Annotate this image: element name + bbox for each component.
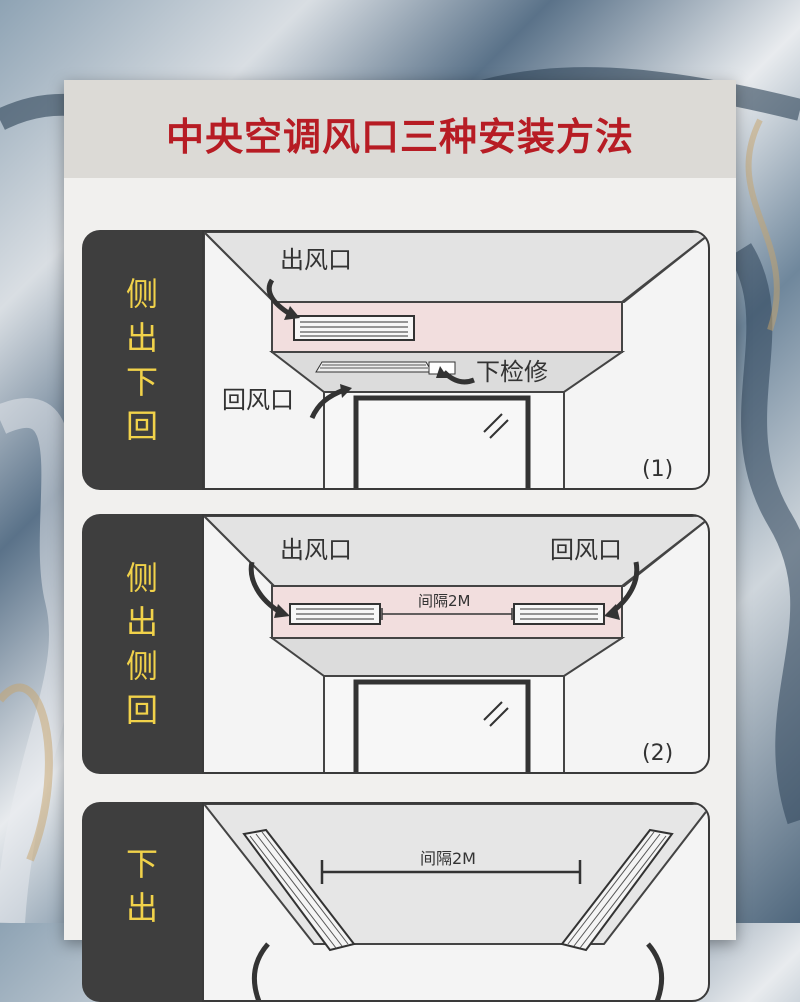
panel-bottom-out: 下 出 xyxy=(82,802,710,1002)
room-diagram: 间隔2M xyxy=(204,804,708,1000)
panel-label-box: 侧 出 侧 回 xyxy=(82,514,202,774)
access-label: 下检修 xyxy=(476,358,548,386)
panel-side-out-side-return: 侧 出 侧 回 xyxy=(82,514,710,774)
room-diagram: 出风口 回风口 间隔2M (2) xyxy=(204,516,708,772)
arrow-icon xyxy=(442,370,475,385)
return-label: 回风口 xyxy=(550,536,622,564)
return-grille-icon xyxy=(513,603,605,625)
outlet-label: 出风口 xyxy=(280,536,352,564)
panel-label: 侧 出 侧 回 xyxy=(82,514,202,774)
window-icon xyxy=(353,395,531,488)
panel-label: 侧 出 下 回 xyxy=(82,230,202,490)
label-char: 回 xyxy=(125,407,158,445)
spacing-label: 间隔2M xyxy=(420,849,476,868)
room-diagram: 出风口 回风口 下检修 (1) xyxy=(204,232,708,488)
label-char: 侧 xyxy=(125,275,158,313)
outlet-label: 出风口 xyxy=(280,246,352,274)
panel-label-box: 侧 出 下 回 xyxy=(82,230,202,490)
page-title: 中央空调风口三种安装方法 xyxy=(165,115,634,159)
return-label: 回风口 xyxy=(222,386,294,414)
scene-illustration: 出风口 回风口 间隔2M (2) xyxy=(202,514,710,774)
arrow-icon xyxy=(252,942,270,1000)
spacing-label: 间隔2M xyxy=(418,592,471,610)
arrow-icon xyxy=(248,561,282,615)
label-char: 下 xyxy=(125,363,158,401)
scene-illustration: 间隔2M xyxy=(202,802,710,1002)
arrow-icon xyxy=(309,387,345,420)
window-icon xyxy=(353,679,531,772)
panel-label-box: 下 出 xyxy=(82,802,202,1002)
label-char: 出 xyxy=(125,319,158,357)
label-char: 侧 xyxy=(125,647,158,685)
panel-number: (2) xyxy=(642,741,673,766)
title-band: 中央空调风口三种安装方法 xyxy=(64,80,736,178)
scene-illustration: 出风口 回风口 下检修 (1) xyxy=(202,230,710,490)
panel-label: 下 出 xyxy=(82,802,202,1002)
outlet-grille-icon xyxy=(293,315,415,341)
outlet-grille-icon xyxy=(289,603,381,625)
label-char: 侧 xyxy=(125,559,158,597)
label-char: 出 xyxy=(125,603,158,641)
return-grille-icon xyxy=(315,361,433,373)
panel-number: (1) xyxy=(642,457,673,482)
arrow-icon xyxy=(646,942,664,1000)
arrow-icon xyxy=(266,278,292,317)
infographic-card: 中央空调风口三种安装方法 侧 出 下 回 xyxy=(64,80,736,1002)
label-char: 回 xyxy=(125,691,158,729)
label-char: 出 xyxy=(125,889,158,927)
panel-side-out-bottom-return: 侧 出 下 回 xyxy=(82,230,710,490)
label-char: 下 xyxy=(125,845,158,883)
